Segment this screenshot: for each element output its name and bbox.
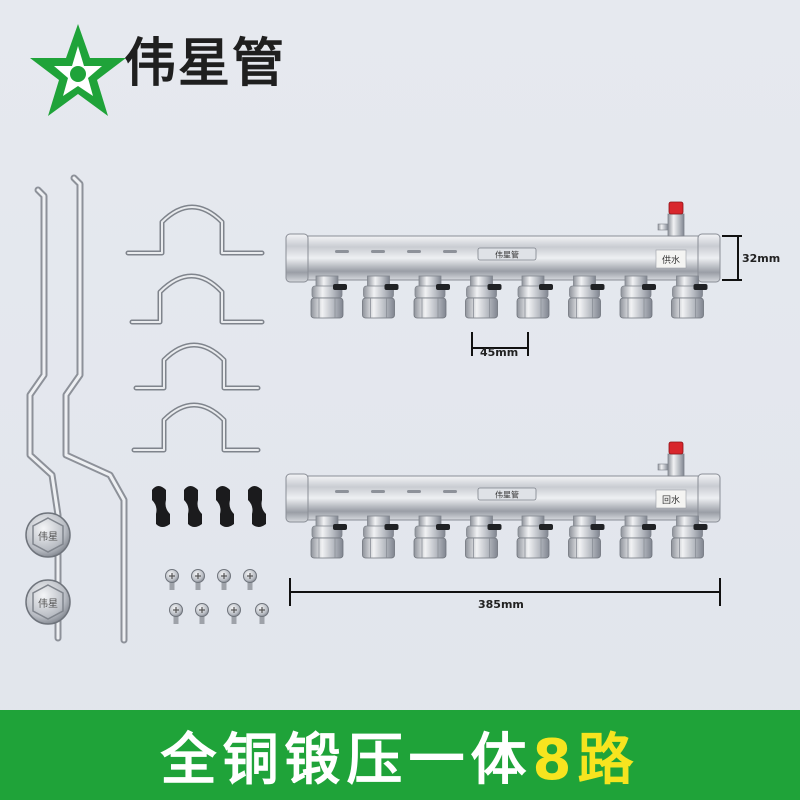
- manifold-label: 回水: [662, 494, 680, 506]
- branch-valve: [465, 515, 502, 559]
- bottom-banner: [0, 710, 800, 800]
- screws: [165, 569, 269, 624]
- branch-valve: [362, 275, 399, 319]
- rubber-clamps: [152, 486, 266, 527]
- logo: [30, 24, 126, 116]
- branch-valve: [671, 515, 708, 559]
- star-logo-icon: [30, 24, 126, 116]
- manifold-label: 供水: [662, 254, 680, 266]
- dimension-diameter-label: 32mm: [742, 252, 781, 265]
- branch-valve: [516, 515, 553, 559]
- dimension-spacing: [471, 332, 529, 356]
- cap-engraving: 伟星: [38, 530, 58, 543]
- banner-branch-count: 8路: [532, 727, 640, 793]
- banner-slogan: 全铜锻压一体: [160, 727, 533, 793]
- bracket-rods: [26, 174, 128, 644]
- end-caps: 伟星 伟星: [25, 512, 71, 625]
- screw: [165, 569, 179, 590]
- screw: [195, 603, 209, 624]
- branch-valve: [310, 515, 347, 559]
- end-cap: 伟星: [25, 579, 71, 625]
- manifold-return: 伟星管 回水: [285, 441, 721, 559]
- name-plate: 伟星管: [495, 490, 519, 500]
- branch-valve: [362, 515, 399, 559]
- dimension-length: [289, 578, 721, 606]
- branch-valve: [671, 275, 708, 319]
- screw: [217, 569, 231, 590]
- end-cap: 伟星: [25, 512, 71, 558]
- branch-valve: [413, 515, 450, 559]
- u-clip: [125, 204, 265, 256]
- branch-valve: [568, 515, 605, 559]
- screw: [255, 603, 269, 624]
- screw: [191, 569, 205, 590]
- dimension-diameter: [722, 235, 742, 281]
- cap-engraving: 伟星: [38, 597, 58, 610]
- red-vent-knob: [668, 441, 684, 455]
- screw: [227, 603, 241, 624]
- branch-valve: [516, 275, 553, 319]
- name-plate: 伟星管: [495, 250, 519, 260]
- u-clip: [133, 342, 261, 391]
- red-vent-knob: [668, 201, 684, 215]
- branch-valve: [413, 275, 450, 319]
- branch-valve: [465, 275, 502, 319]
- manifold-supply: 伟星管 供水: [285, 201, 721, 319]
- branch-valve: [310, 275, 347, 319]
- branch-valve: [619, 515, 656, 559]
- branch-valve: [568, 275, 605, 319]
- dimension-spacing-label: 45mm: [480, 346, 519, 359]
- screw: [169, 603, 183, 624]
- u-clip: [131, 402, 261, 453]
- u-clips: [125, 204, 265, 453]
- u-clip: [129, 273, 265, 325]
- branch-valve: [619, 275, 656, 319]
- screw: [243, 569, 257, 590]
- dimension-length-label: 385mm: [478, 598, 524, 611]
- brand-name: 伟星管: [124, 34, 287, 94]
